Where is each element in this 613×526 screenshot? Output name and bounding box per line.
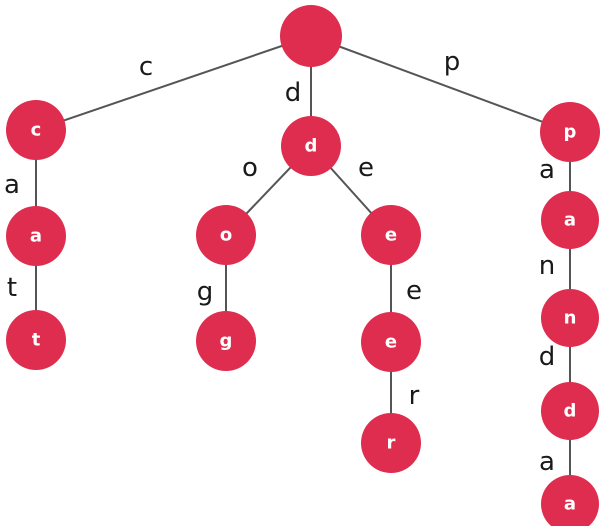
node-circle — [361, 205, 421, 265]
trie-node-ca: a — [6, 206, 66, 266]
node-circle — [280, 5, 342, 67]
node-label: a — [30, 226, 42, 247]
node-circle — [361, 413, 421, 473]
node-circle — [541, 475, 599, 526]
edge-label: g — [197, 277, 214, 307]
node-label: p — [564, 122, 577, 143]
edge-root-p — [310, 35, 571, 133]
trie-node-dog: g — [196, 311, 256, 371]
edge-label: n — [539, 251, 555, 281]
edge-label: a — [4, 170, 20, 200]
trie-node-cat: t — [6, 310, 66, 370]
node-circle — [6, 206, 66, 266]
node-label: d — [305, 136, 318, 157]
trie-node-deer: r — [361, 413, 421, 473]
node-label: t — [32, 330, 41, 351]
node-label: c — [31, 120, 42, 141]
trie-node-pand: d — [541, 382, 599, 440]
edge-label: d — [539, 342, 556, 372]
node-label: a — [564, 210, 576, 231]
node-label: e — [385, 225, 397, 246]
node-circle — [361, 312, 421, 372]
node-circle — [6, 100, 66, 160]
node-circle — [541, 191, 599, 249]
node-label: n — [564, 308, 577, 329]
node-label: r — [387, 433, 396, 454]
trie-node-pa: a — [541, 191, 599, 249]
edge-root-c — [35, 35, 312, 131]
root-node — [280, 5, 342, 67]
trie-node-do: o — [196, 205, 256, 265]
node-circle — [541, 382, 599, 440]
node-circle — [540, 102, 600, 162]
node-label: e — [385, 332, 397, 353]
trie-node-p: p — [540, 102, 600, 162]
edge-label: e — [406, 276, 422, 306]
node-circle — [281, 116, 341, 176]
edge-label: e — [358, 153, 374, 183]
edge-labels-layer: c d p a t o e g e r a n d a — [4, 47, 555, 477]
edge-label: t — [7, 273, 17, 303]
node-label: a — [564, 494, 576, 515]
trie-node-c: c — [6, 100, 66, 160]
node-circle — [196, 311, 256, 371]
trie-node-d: d — [281, 116, 341, 176]
edge-label: o — [242, 153, 258, 183]
edge-label: a — [539, 447, 555, 477]
trie-node-de: e — [361, 205, 421, 265]
trie-node-pan: n — [541, 289, 599, 347]
node-label: g — [220, 331, 233, 352]
edges-layer — [35, 35, 571, 504]
node-label: o — [220, 225, 232, 246]
edge-label: c — [139, 52, 153, 82]
edge-label: r — [409, 381, 420, 411]
edge-label: p — [444, 47, 461, 77]
node-circle — [6, 310, 66, 370]
edge-label: d — [285, 78, 302, 108]
node-circle — [196, 205, 256, 265]
node-label: d — [564, 401, 577, 422]
edge-label: a — [539, 155, 555, 185]
node-circle — [541, 289, 599, 347]
trie-node-panda: a — [541, 475, 599, 526]
trie-node-dee: e — [361, 312, 421, 372]
